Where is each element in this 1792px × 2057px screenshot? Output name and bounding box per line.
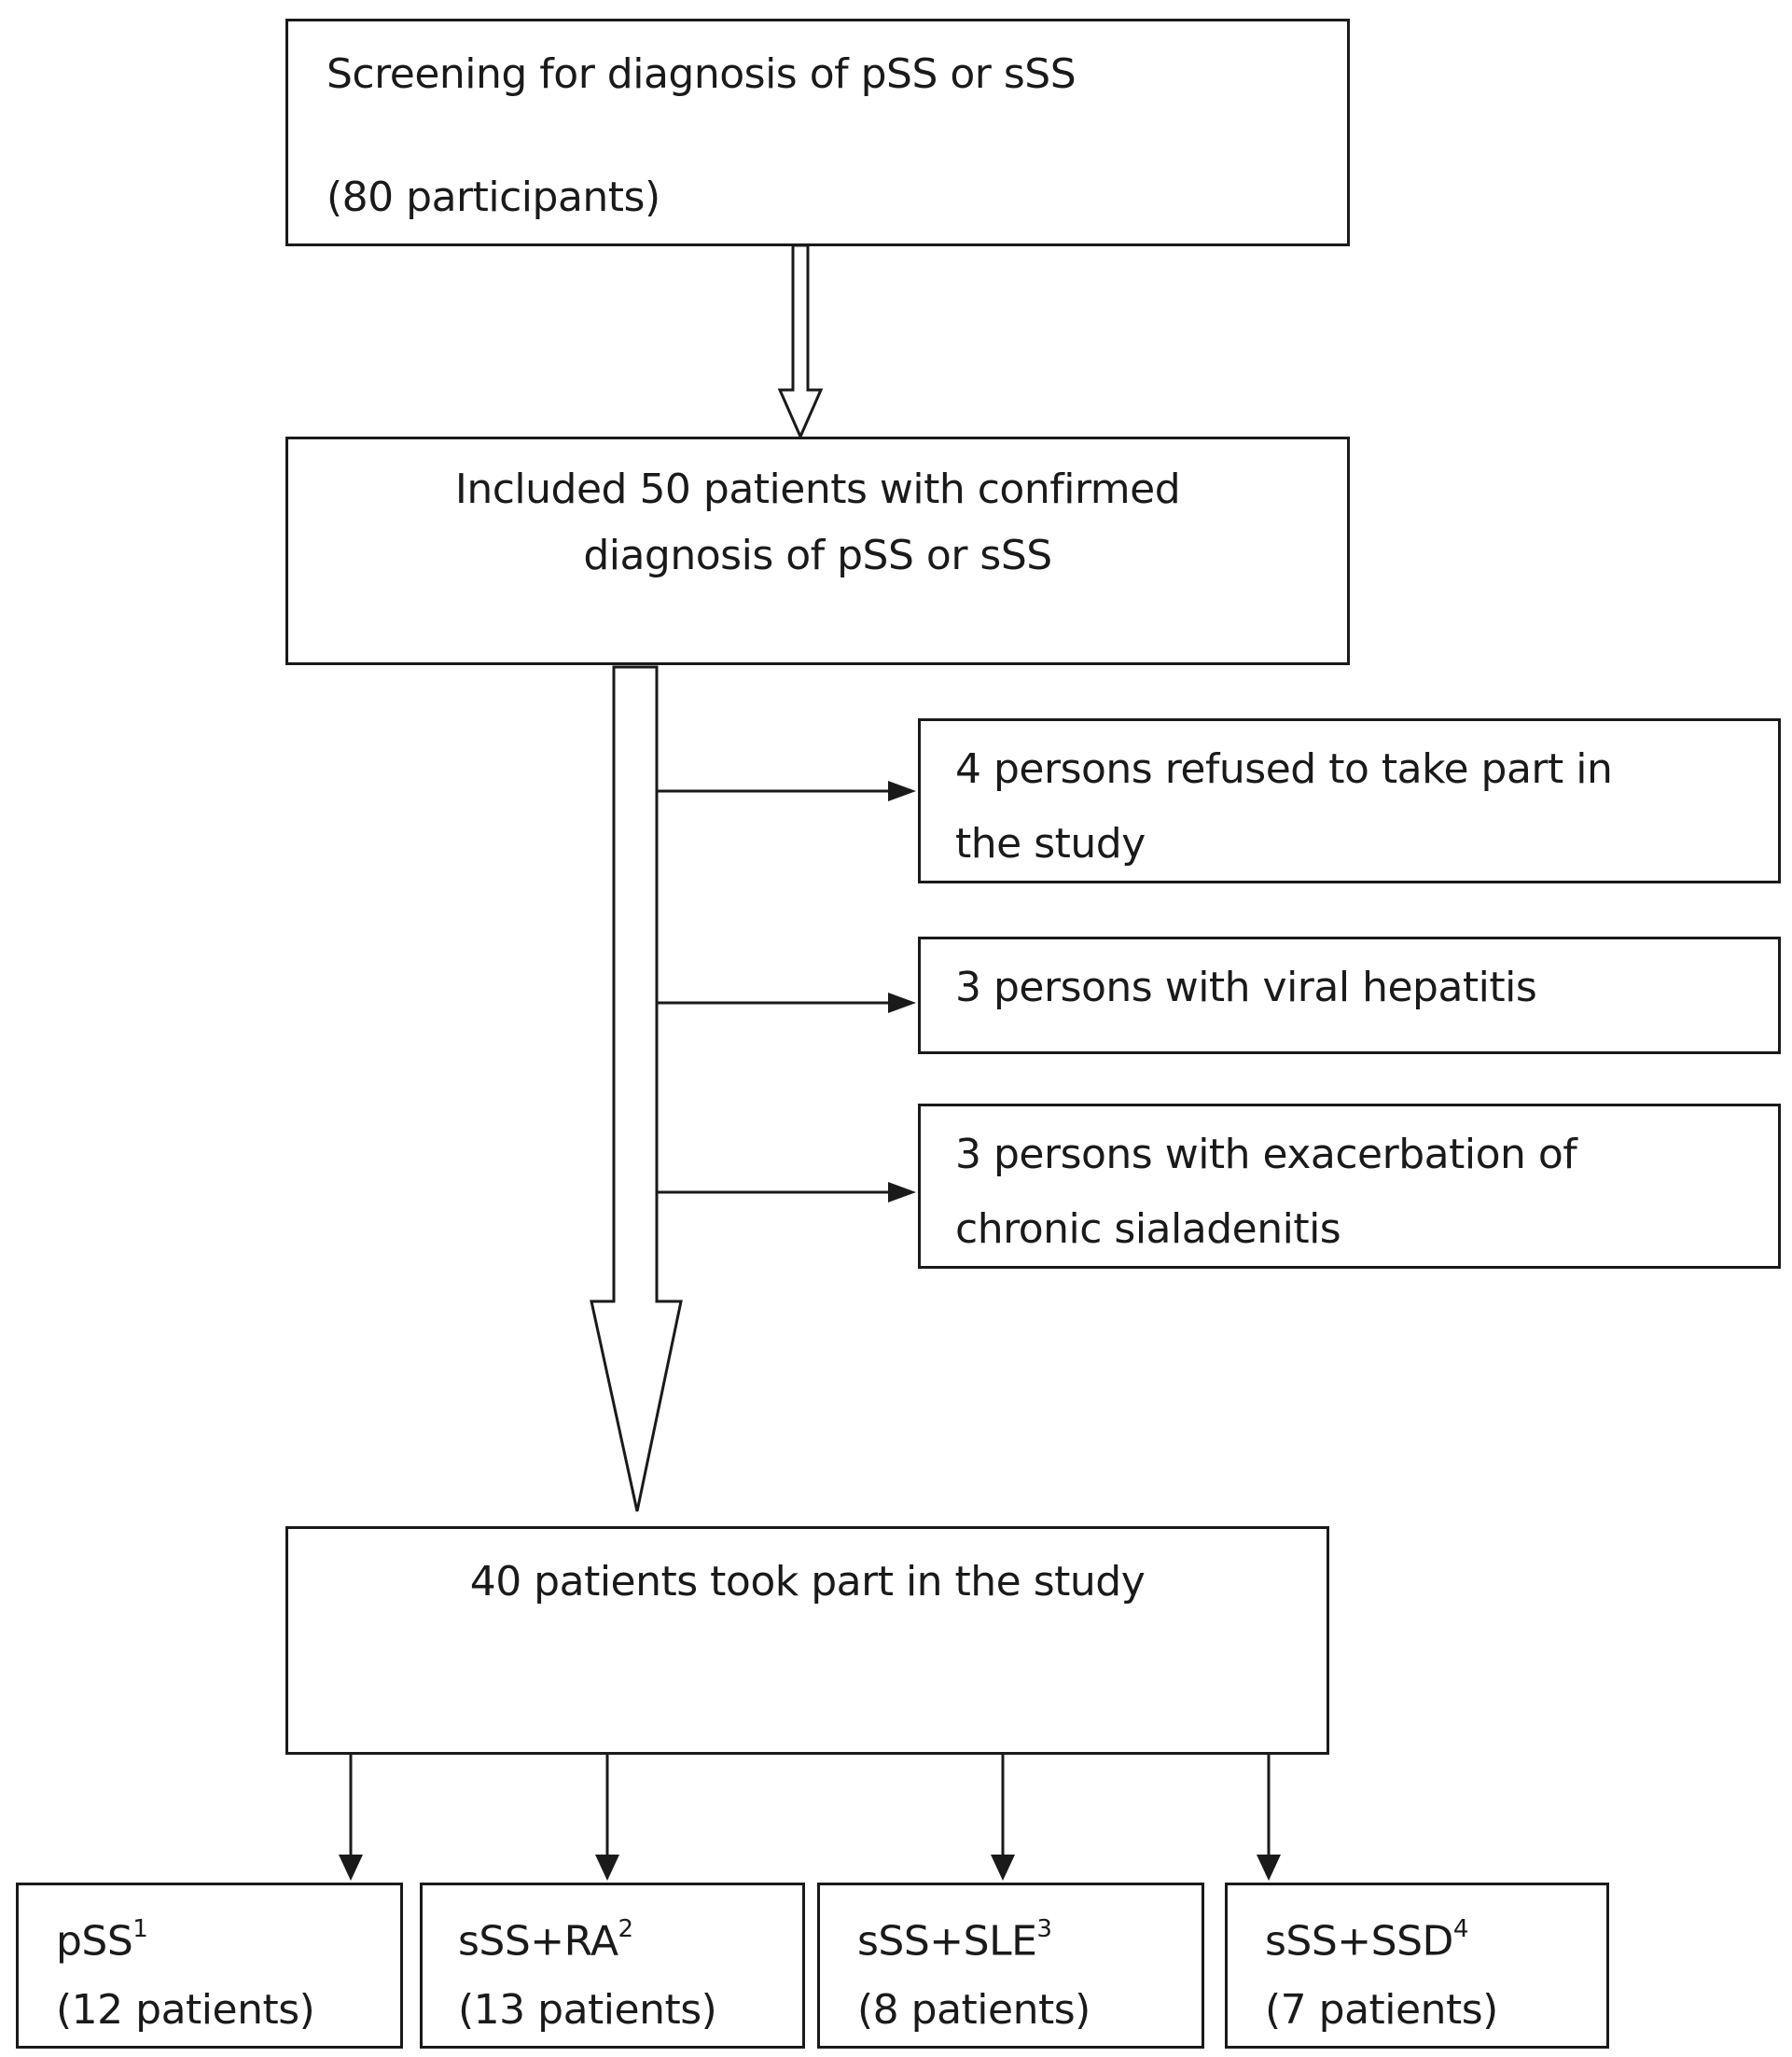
study-text: 40 patients took part in the study	[469, 1558, 1146, 1605]
group-name: sSS+SSD	[1265, 1917, 1453, 1966]
group-arrows	[339, 1754, 1281, 1881]
included-line-1: Included 50 patients with confirmed	[454, 466, 1181, 513]
group-count: (8 patients)	[857, 1986, 1090, 2034]
group-footnote-marker: 1	[132, 1915, 148, 1943]
screening-count: (80 participants)	[326, 174, 660, 221]
excluded-sialadenitis-line-1: 3 persons with exacerbation of	[955, 1131, 1577, 1178]
screening-box: Screening for diagnosis of pSS or sSS (8…	[285, 19, 1350, 246]
exclusion-arrows	[657, 781, 916, 1202]
excluded-sialadenitis-line-2: chronic sialadenitis	[955, 1205, 1341, 1253]
group-name: sSS+RA	[458, 1917, 618, 1966]
group-count: (7 patients)	[1265, 1986, 1498, 2034]
group-footnote-marker: 3	[1036, 1915, 1052, 1943]
group-label: sSS+SSD4	[1265, 1917, 1468, 1966]
excluded-refused-line-2: the study	[955, 820, 1146, 868]
group-name: sSS+SLE	[857, 1917, 1037, 1966]
excluded-hepatitis-box: 3 persons with viral hepatitis	[918, 937, 1781, 1054]
hollow-arrow-screening-to-included	[777, 243, 824, 440]
group-box-sss-ra: sSS+RA2 (13 patients)	[420, 1883, 805, 2049]
excluded-refused-box: 4 persons refused to take part in the st…	[918, 718, 1781, 883]
group-box-pss: pSS1 (12 patients)	[16, 1883, 403, 2049]
hollow-arrow-included-to-study	[590, 665, 683, 1512]
study-box: 40 patients took part in the study	[285, 1526, 1329, 1755]
included-box: Included 50 patients with confirmed diag…	[285, 437, 1350, 665]
screening-title: Screening for diagnosis of pSS or sSS	[326, 50, 1077, 98]
group-name: pSS	[56, 1917, 133, 1966]
excluded-sialadenitis-box: 3 persons with exacerbation of chronic s…	[918, 1104, 1781, 1269]
group-footnote-marker: 4	[1452, 1915, 1469, 1943]
group-label: sSS+RA2	[458, 1917, 633, 1966]
excluded-hepatitis-text: 3 persons with viral hepatitis	[955, 964, 1537, 1011]
group-count: (13 patients)	[458, 1986, 717, 2034]
group-box-sss-sle: sSS+SLE3 (8 patients)	[817, 1883, 1204, 2049]
group-footnote-marker: 2	[618, 1915, 634, 1943]
group-label: sSS+SLE3	[857, 1917, 1052, 1966]
included-line-2: diagnosis of pSS or sSS	[583, 532, 1052, 579]
group-label: pSS1	[56, 1917, 148, 1966]
excluded-refused-line-1: 4 persons refused to take part in	[955, 745, 1613, 793]
group-count: (12 patients)	[56, 1986, 315, 2034]
group-box-sss-ssd: sSS+SSD4 (7 patients)	[1225, 1883, 1609, 2049]
